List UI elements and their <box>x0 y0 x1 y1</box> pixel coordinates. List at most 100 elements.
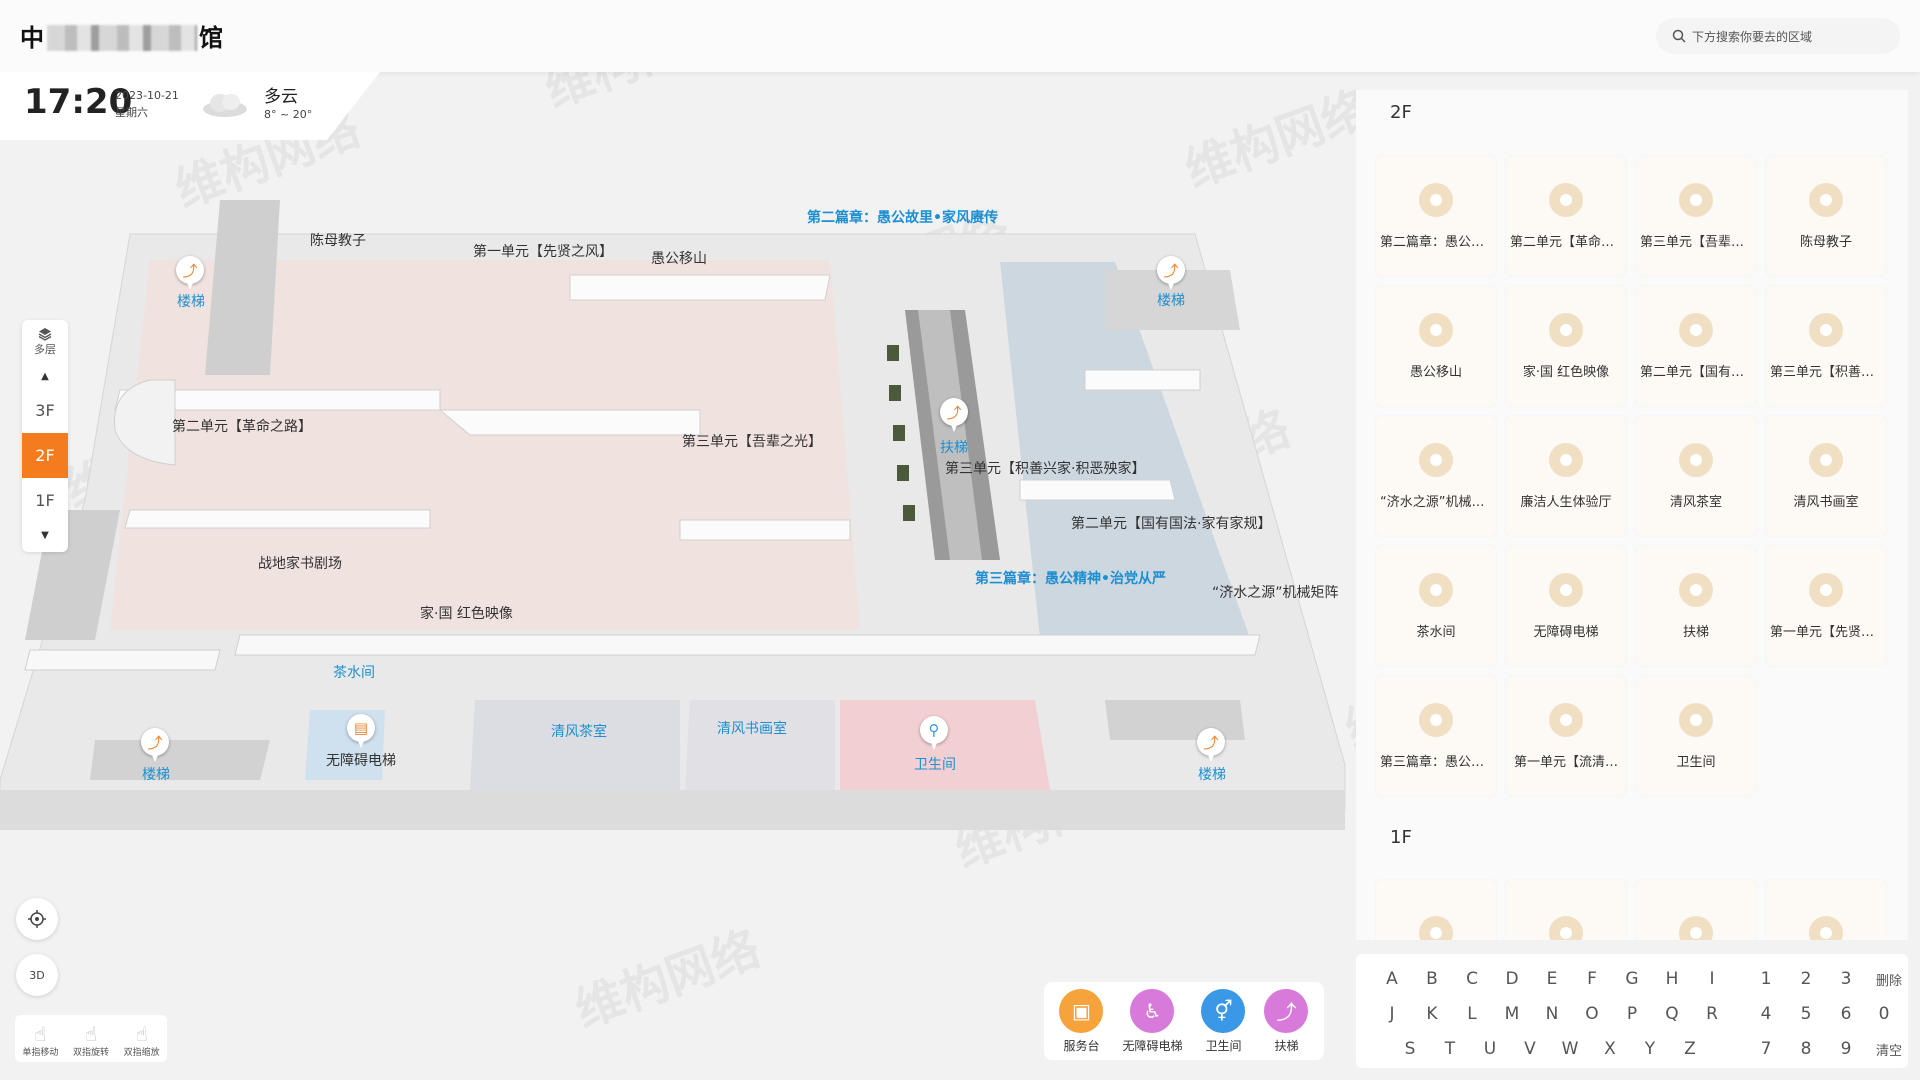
key-d[interactable]: D <box>1505 969 1519 989</box>
floor-button-1f[interactable]: 1F <box>35 491 55 510</box>
location-card[interactable]: 第一单元【先贤之风】 <box>1766 546 1886 666</box>
key-p[interactable]: P <box>1626 1004 1638 1024</box>
legend-accessible-elevator[interactable]: ♿ 无障碍电梯 <box>1122 988 1182 1054</box>
legend-service-desk[interactable]: ▣ 服务台 <box>1059 988 1104 1054</box>
location-card[interactable]: 无障碍电梯 <box>1506 546 1626 666</box>
key-h[interactable]: H <box>1665 969 1679 989</box>
location-card[interactable]: 第一单元【流清… <box>1506 676 1626 796</box>
map-label-unit3-wubei[interactable]: 第三单元【吾辈之光】 <box>682 434 822 450</box>
key-o[interactable]: O <box>1585 1004 1599 1024</box>
map-label-unit2-guofa[interactable]: 第二单元【国有国法·家有家规】 <box>1071 516 1272 532</box>
key-delete[interactable]: 删除 <box>1875 973 1902 989</box>
locate-button[interactable] <box>16 898 58 940</box>
key-b[interactable]: B <box>1426 969 1438 989</box>
location-card[interactable]: 第三单元【吾辈之光】 <box>1636 156 1756 276</box>
location-card[interactable]: 第二单元【革命之路】 <box>1506 156 1626 276</box>
location-card[interactable]: 家·国 红色映像 <box>1506 286 1626 406</box>
map-label-jishui[interactable]: “济水之源”机械矩阵 <box>1212 585 1339 601</box>
map-label-chen-mu[interactable]: 陈母教子 <box>310 233 366 249</box>
key-s[interactable]: S <box>1404 1039 1416 1059</box>
location-card[interactable] <box>1636 880 1756 940</box>
key-8[interactable]: 8 <box>1800 1039 1812 1059</box>
floor-button-2f[interactable]: 2F <box>22 433 68 478</box>
key-g[interactable]: G <box>1625 969 1639 989</box>
map-label-qingfeng-tea[interactable]: 清风茶室 <box>551 724 607 740</box>
stairs-icon[interactable]: ⤴ <box>1157 256 1185 290</box>
map-label-jiaguo[interactable]: 家·国 红色映像 <box>420 606 513 622</box>
floor-down-arrow-icon[interactable]: ▼ <box>41 529 49 541</box>
key-f[interactable]: F <box>1587 969 1597 989</box>
key-z[interactable]: Z <box>1684 1039 1696 1059</box>
map-label-tea-room[interactable]: 茶水间 <box>333 665 375 681</box>
view-3d-button[interactable]: 3D <box>16 954 58 996</box>
floor-map[interactable]: 陈母教子 第一单元【先贤之风】 愚公移山 第二篇章：愚公故里•家风赓传 第二单元… <box>0 140 1350 1080</box>
location-card[interactable]: 陈母教子 <box>1766 156 1886 276</box>
location-card[interactable] <box>1766 880 1886 940</box>
key-6[interactable]: 6 <box>1840 1004 1852 1024</box>
key-j[interactable]: J <box>1389 1004 1395 1024</box>
multi-layer-button[interactable]: 多层 <box>22 320 68 364</box>
key-4[interactable]: 4 <box>1760 1004 1772 1024</box>
key-0[interactable]: 0 <box>1878 1004 1890 1024</box>
key-2[interactable]: 2 <box>1800 969 1812 989</box>
location-card[interactable]: 清风书画室 <box>1766 416 1886 536</box>
location-list-panel[interactable]: 2F 第二篇章：愚公故里•家风赓传第二单元【革命之路】第三单元【吾辈之光】陈母教… <box>1356 90 1908 940</box>
key-x[interactable]: X <box>1604 1039 1616 1059</box>
floor-button-3f[interactable]: 3F <box>35 401 55 420</box>
location-card[interactable]: “济水之源”机械矩阵 <box>1376 416 1496 536</box>
location-card[interactable]: 清风茶室 <box>1636 416 1756 536</box>
key-e[interactable]: E <box>1546 969 1558 989</box>
key-t[interactable]: T <box>1444 1039 1456 1059</box>
floor-up-arrow-icon[interactable]: ▲ <box>41 370 49 382</box>
key-l[interactable]: L <box>1467 1004 1477 1024</box>
key-a[interactable]: A <box>1386 969 1398 989</box>
key-1[interactable]: 1 <box>1760 969 1772 989</box>
stairs-icon[interactable]: ⤴ <box>141 728 169 762</box>
key-5[interactable]: 5 <box>1800 1004 1812 1024</box>
key-k[interactable]: K <box>1426 1004 1438 1024</box>
search-input[interactable]: 下方搜索你要去的区域 <box>1656 18 1900 54</box>
map-label-unit2-revolution[interactable]: 第二单元【革命之路】 <box>172 419 312 435</box>
key-7[interactable]: 7 <box>1760 1039 1772 1059</box>
location-card[interactable]: 扶梯 <box>1636 546 1756 666</box>
accessible-elevator-icon[interactable]: ▤ <box>347 714 375 748</box>
map-label-unit3-jishan[interactable]: 第三单元【积善兴家·积恶殃家】 <box>945 461 1146 477</box>
key-u[interactable]: U <box>1483 1039 1497 1059</box>
key-clear[interactable]: 清空 <box>1875 1043 1902 1059</box>
location-card[interactable] <box>1376 880 1496 940</box>
key-m[interactable]: M <box>1504 1004 1520 1024</box>
location-card[interactable]: 第二篇章：愚公故里•家风赓传 <box>1376 156 1496 276</box>
restroom-icon[interactable]: ⚲ <box>920 716 948 750</box>
location-card[interactable]: 廉洁人生体验厅 <box>1506 416 1626 536</box>
location-card[interactable]: 第三单元【积善兴家·积恶殃家】 <box>1766 286 1886 406</box>
legend-escalator[interactable]: ⤴ 扶梯 <box>1264 988 1309 1054</box>
location-card[interactable]: 愚公移山 <box>1376 286 1496 406</box>
location-card[interactable] <box>1506 880 1626 940</box>
location-card[interactable]: 茶水间 <box>1376 546 1496 666</box>
key-c[interactable]: C <box>1466 969 1478 989</box>
key-r[interactable]: R <box>1706 1004 1718 1024</box>
map-label-accessible-elevator[interactable]: 无障碍电梯 <box>326 753 396 769</box>
key-w[interactable]: W <box>1561 1039 1579 1059</box>
map-label-chapter2[interactable]: 第二篇章：愚公故里•家风赓传 <box>807 210 998 226</box>
map-label-unit1[interactable]: 第一单元【先贤之风】 <box>473 244 613 260</box>
escalator-icon[interactable]: ⤴ <box>940 398 968 432</box>
key-v[interactable]: V <box>1524 1039 1536 1059</box>
map-label-zhandi[interactable]: 战地家书剧场 <box>258 556 342 572</box>
key-3[interactable]: 3 <box>1840 969 1852 989</box>
location-card[interactable]: 第三篇章：愚公精神•治党从严 <box>1376 676 1496 796</box>
stairs-icon[interactable]: ⤴ <box>1197 728 1225 762</box>
location-card[interactable]: 第二单元【国有国法·家有家规】 <box>1636 286 1756 406</box>
key-q[interactable]: Q <box>1665 1004 1679 1024</box>
location-card[interactable]: 卫生间 <box>1636 676 1756 796</box>
map-label-restroom[interactable]: 卫生间 <box>914 757 956 773</box>
key-i[interactable]: I <box>1709 969 1715 989</box>
map-label-qingfeng-painting[interactable]: 清风书画室 <box>717 721 787 737</box>
map-label-chapter3[interactable]: 第三篇章：愚公精神•治党从严 <box>975 571 1166 587</box>
key-9[interactable]: 9 <box>1840 1039 1852 1059</box>
key-n[interactable]: N <box>1545 1004 1559 1024</box>
legend-restroom[interactable]: ⚥ 卫生间 <box>1201 988 1246 1054</box>
key-y[interactable]: Y <box>1644 1039 1656 1059</box>
map-label-yugong[interactable]: 愚公移山 <box>651 251 707 267</box>
stairs-icon[interactable]: ⤴ <box>176 256 204 290</box>
